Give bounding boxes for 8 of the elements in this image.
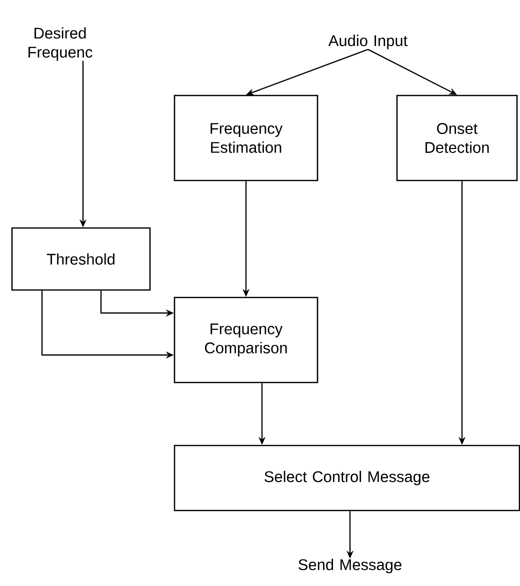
process-box: Frequency Comparison	[174, 296, 318, 384]
process-box: Select Control Message	[174, 444, 520, 512]
input-label: Desired Frequenc	[28, 27, 92, 61]
process-box: Frequency Estimation	[174, 94, 318, 182]
process-box: Onset Detection	[396, 94, 518, 182]
process-box: Threshold	[11, 227, 151, 291]
input-label: Audio Input	[328, 34, 408, 50]
output-label: Send Message	[298, 558, 402, 574]
